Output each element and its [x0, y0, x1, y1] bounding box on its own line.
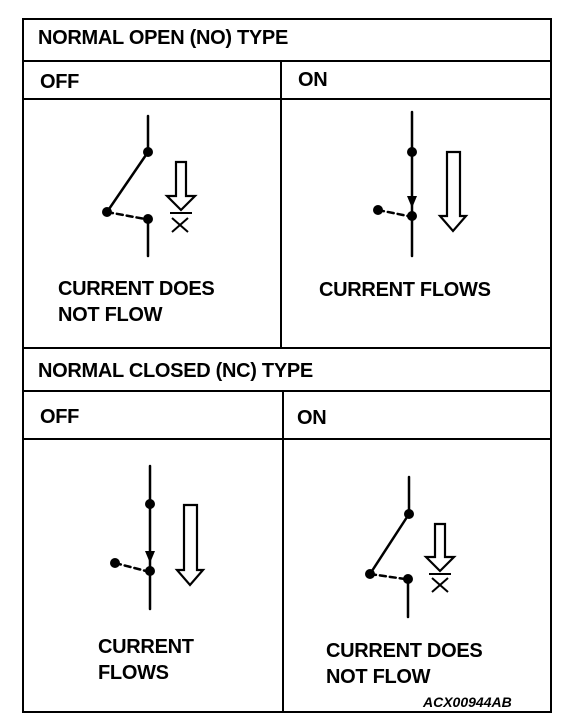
- divider-nc-title: [22, 390, 552, 392]
- divider-nc-columns: [282, 390, 284, 713]
- divider-nc-labels: [22, 438, 552, 440]
- no-off-caption-line2: NOT FLOW: [58, 304, 163, 326]
- nc-off-caption-line2: FLOWS: [98, 662, 169, 684]
- divider-no-labels: [22, 98, 552, 100]
- blocked-current-arrow-icon: [423, 522, 457, 593]
- no-type-title: NORMAL OPEN (NO) TYPE: [38, 27, 289, 49]
- no-off-label: OFF: [40, 71, 80, 93]
- no-on-label: ON: [298, 69, 328, 91]
- nc-off-caption-line1: CURRENT: [98, 636, 194, 658]
- nc-on-caption-line1: CURRENT DOES: [326, 640, 483, 662]
- no-on-caption: CURRENT FLOWS: [319, 279, 491, 301]
- nc-off-label: OFF: [40, 406, 80, 428]
- current-flow-arrow-icon: [174, 503, 206, 587]
- figure-code: ACX00944AB: [423, 694, 512, 710]
- nc-type-title: NORMAL CLOSED (NC) TYPE: [38, 360, 313, 382]
- nc-on-caption-line2: NOT FLOW: [326, 666, 431, 688]
- divider-nc-title-top: [22, 347, 552, 349]
- blocked-current-arrow-icon: [164, 160, 198, 233]
- no-off-caption-line1: CURRENT DOES: [58, 278, 215, 300]
- current-flow-arrow-icon: [437, 150, 469, 233]
- nc-on-label: ON: [297, 407, 327, 429]
- divider-no-title: [22, 60, 552, 62]
- diagram-frame: [22, 18, 552, 713]
- divider-no-columns: [280, 60, 282, 348]
